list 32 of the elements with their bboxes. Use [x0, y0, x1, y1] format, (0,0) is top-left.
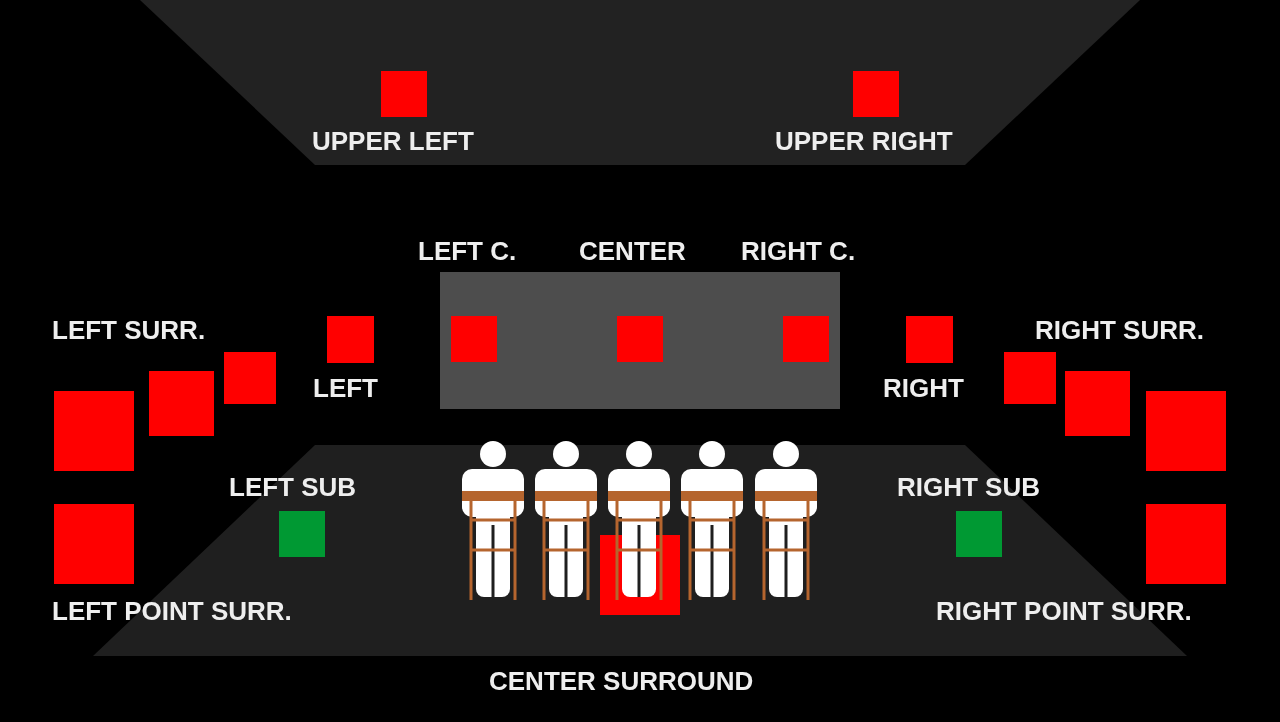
- screen: [440, 272, 840, 409]
- speaker: [783, 316, 829, 362]
- channel-label: RIGHT: [883, 373, 964, 403]
- channel-label: LEFT SURR.: [52, 315, 206, 345]
- subwoofer: [279, 511, 325, 557]
- channel-label: RIGHT SURR.: [1035, 315, 1204, 345]
- speaker: [1065, 371, 1130, 436]
- speaker: [1146, 391, 1226, 471]
- channel-label: LEFT: [313, 373, 378, 403]
- channel-label: UPPER RIGHT: [775, 126, 953, 156]
- subwoofer: [956, 511, 1002, 557]
- channel-label: LEFT C.: [418, 236, 517, 266]
- channel-label: RIGHT SUB: [897, 472, 1040, 502]
- channel-label: LEFT POINT SURR.: [52, 596, 292, 626]
- channel-label: CENTER SURROUND: [489, 666, 754, 696]
- speaker: [1146, 504, 1226, 584]
- channel-label: LEFT SUB: [229, 472, 357, 502]
- speaker: [1004, 352, 1056, 404]
- speaker: [853, 71, 899, 117]
- channel-label: UPPER LEFT: [312, 126, 474, 156]
- channel-label: CENTER: [579, 236, 686, 266]
- speaker: [54, 504, 134, 584]
- speaker: [54, 391, 134, 471]
- speaker: [381, 71, 427, 117]
- speaker: [224, 352, 276, 404]
- channel-label: RIGHT C.: [741, 236, 856, 266]
- speaker: [327, 316, 374, 363]
- speaker: [149, 371, 214, 436]
- speaker: [617, 316, 663, 362]
- speaker: [906, 316, 953, 363]
- channel-label: RIGHT POINT SURR.: [936, 596, 1192, 626]
- speaker: [451, 316, 497, 362]
